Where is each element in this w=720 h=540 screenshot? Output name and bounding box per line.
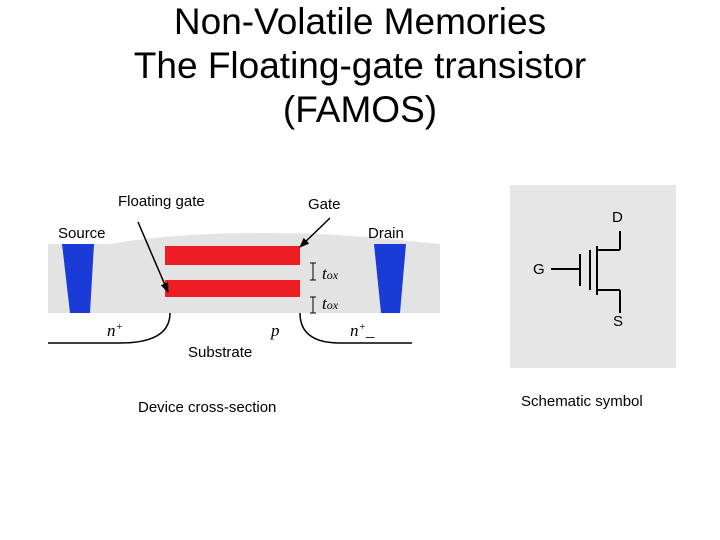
floating-gate-label: Floating gate (118, 193, 205, 210)
tox-t: t (322, 294, 328, 313)
floating-gate (165, 280, 300, 297)
control-gate (165, 246, 300, 265)
title-line-2: The Floating-gate transistor (133, 45, 587, 86)
substrate-junction-line (48, 312, 412, 344)
source-label: Source (58, 225, 106, 242)
source-terminal-label: S (613, 313, 623, 330)
tox-t: t (322, 264, 328, 283)
source-contact (62, 244, 94, 313)
substrate-label: Substrate (188, 344, 252, 361)
tox-label-top: tox (322, 264, 339, 283)
floating-gate-pointer (137, 221, 169, 293)
oxide-region (48, 233, 440, 313)
n-plus-drain-label: n+_ (350, 321, 375, 340)
tox-label-bottom: tox (322, 294, 339, 313)
tox-sub: ox (327, 268, 339, 282)
gate-label: Gate (308, 196, 341, 213)
drain-terminal-label: D (612, 209, 623, 226)
schematic-caption: Schematic symbol (521, 393, 643, 410)
n-plus-source-label: n+ (107, 321, 123, 340)
tox-marker-bottom (310, 296, 316, 314)
p-label: p (270, 321, 280, 340)
title-line-1: Non-Volatile Memories (173, 1, 547, 42)
schematic-panel (510, 185, 676, 368)
gate-terminal-label: G (533, 261, 545, 278)
cross-section-caption: Device cross-section (138, 399, 276, 416)
device-cross-section: Floating gate Gate Source Drain tox tox … (48, 193, 440, 416)
tox-marker-top (310, 262, 316, 281)
drain-contact (374, 244, 406, 313)
gate-pointer (299, 217, 331, 248)
schematic-symbol: D G S Schematic symbol (510, 185, 676, 410)
drain-label: Drain (368, 225, 404, 242)
tox-sub: ox (327, 298, 339, 312)
slide-title: Non-Volatile Memories The Floating-gate … (0, 0, 720, 132)
title-line-3: (FAMOS) (282, 89, 438, 130)
transistor-symbol (551, 231, 621, 313)
